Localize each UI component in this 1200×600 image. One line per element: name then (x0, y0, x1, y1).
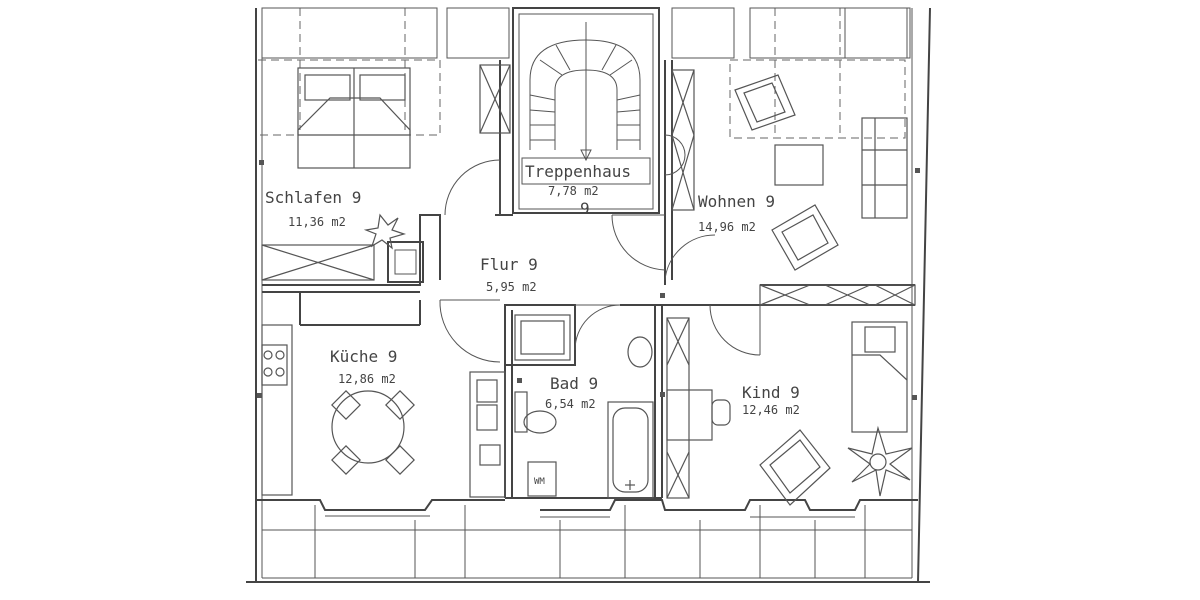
stair-marker: 9 (580, 199, 590, 218)
washbasin (627, 336, 653, 368)
room-name-wohnen: Wohnen 9 (698, 192, 775, 211)
room-name-treppenhaus: Treppenhaus (525, 162, 631, 181)
coffee-table (774, 144, 824, 186)
kitchen-sink (469, 371, 506, 498)
washing-machine: WM (527, 461, 557, 497)
room-area-kueche: 12,86 m2 (338, 372, 396, 386)
wardrobe-schlafen (261, 244, 375, 281)
wall-markers (257, 160, 920, 400)
toilet (514, 391, 557, 434)
shower-tray (514, 314, 571, 361)
room-area-bad: 6,54 m2 (545, 397, 596, 411)
room-area-kind: 12,46 m2 (742, 403, 800, 417)
room-name-schlafen: Schlafen 9 (265, 188, 361, 207)
doors (439, 134, 761, 363)
outer-walls (246, 7, 931, 583)
staircase (521, 22, 651, 185)
dining-table (331, 390, 415, 475)
top-windows (261, 7, 911, 59)
sofa (861, 117, 908, 219)
room-labels: Schlafen 9 11,36 m2 Treppenhaus 7,78 m2 … (265, 162, 800, 417)
chimney-left (387, 241, 424, 283)
room-name-kueche: Küche 9 (330, 347, 397, 366)
wardrobe-wohnen (671, 69, 695, 211)
bathtub (607, 401, 654, 499)
kitchen-counter (261, 324, 293, 496)
wardrobe-stair-left (479, 64, 511, 134)
room-area-wohnen: 14,96 m2 (698, 220, 756, 234)
wardrobe-kind (666, 317, 690, 499)
plant-icon (363, 213, 407, 250)
room-area-schlafen: 11,36 m2 (288, 215, 346, 229)
room-name-flur: Flur 9 (480, 255, 538, 274)
armchair-kind (759, 429, 831, 506)
room-area-flur: 5,95 m2 (486, 280, 537, 294)
sideboard-wohnen (759, 284, 916, 306)
bottom-windows (256, 499, 918, 579)
bed-kind (851, 321, 908, 433)
armchair-bottom (771, 204, 839, 271)
room-name-kind: Kind 9 (742, 383, 800, 402)
desk (666, 389, 731, 441)
washing-machine-label: WM (534, 477, 545, 487)
armchair-top (734, 74, 796, 131)
room-area-treppenhaus: 7,78 m2 (548, 184, 599, 198)
double-bed (297, 67, 411, 169)
room-name-bad: Bad 9 (550, 374, 598, 393)
flower-icon (847, 425, 913, 497)
